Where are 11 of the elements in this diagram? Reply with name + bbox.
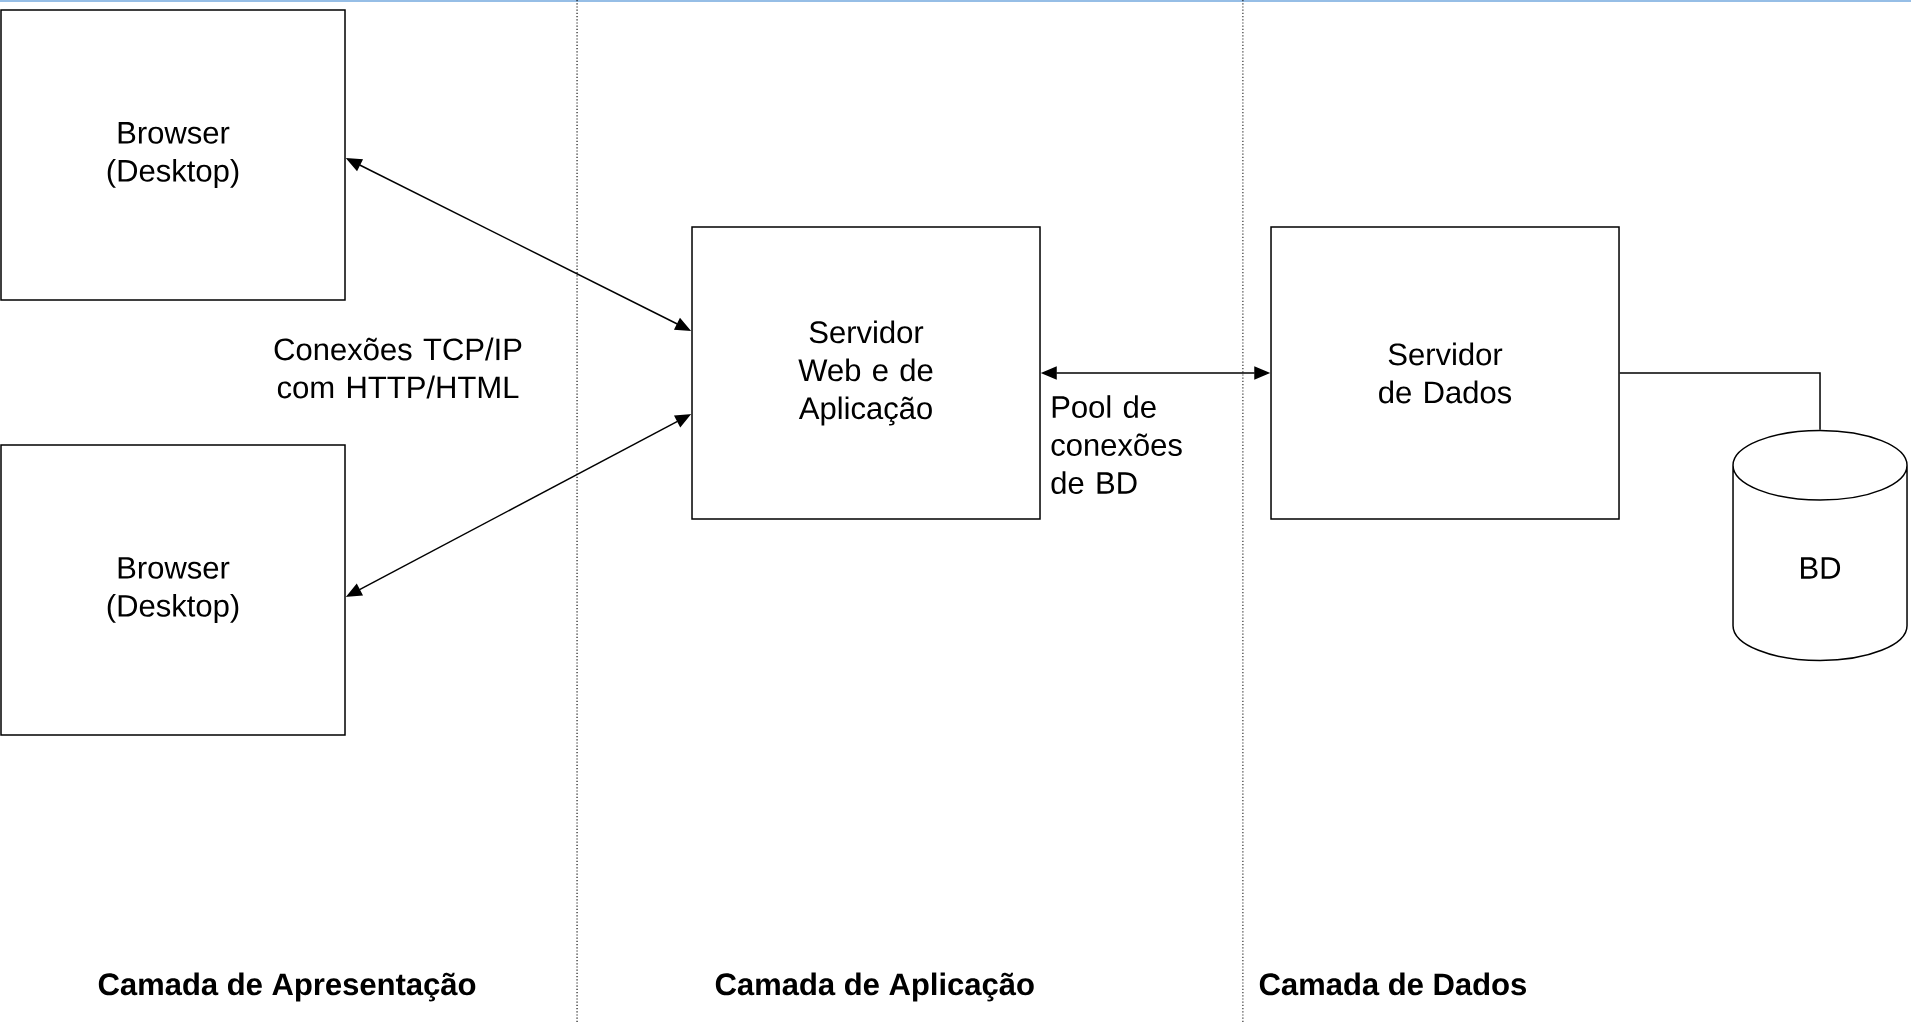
layer-label: Camada de Aplicação [715,972,1034,1002]
connector-line [1619,372,1821,431]
process-box: Browser (Desktop) [0,9,346,301]
layer-label: Camada de Apresentação [98,972,476,1002]
process-box: Browser (Desktop) [0,444,346,736]
process-box: Servidor de Dados [1270,226,1620,520]
layer-label: Camada de Dados [1259,972,1526,996]
database-cylinder: BD [1732,429,1908,662]
process-box: Servidor Web e de Aplicação [691,226,1041,520]
edge-label: Pool de conexões de BD [1051,395,1182,494]
connection-label: Conexões TCP/IP com HTTP/HTML [274,337,522,399]
